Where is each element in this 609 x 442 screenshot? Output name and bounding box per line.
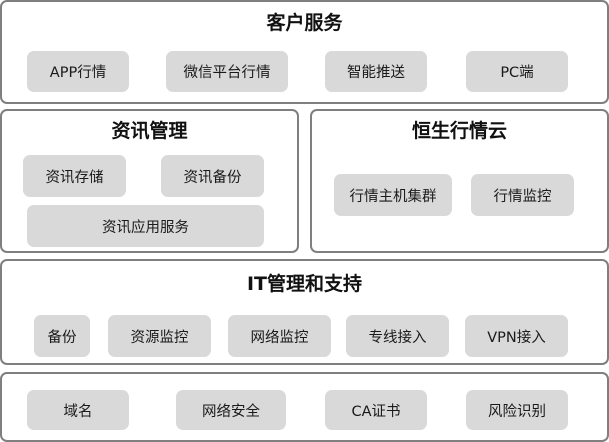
domain-box: 域名: [27, 390, 129, 430]
quote-monitor-box: 行情监控: [471, 174, 574, 216]
hengsheng-cloud-panel: 恒生行情云 行情主机集群 行情监控: [310, 109, 609, 253]
it-management-title: IT管理和支持: [246, 273, 363, 295]
hengsheng-cloud-title: 恒生行情云: [411, 120, 507, 142]
infrastructure-panel: 域名 网络安全 CA证书 风险识别: [0, 372, 609, 442]
wechat-quote-box: 微信平台行情: [166, 51, 288, 92]
network-monitor-box: 网络监控: [228, 315, 331, 357]
info-backup-box: 资讯备份: [161, 155, 264, 197]
info-storage-box: 资讯存储: [23, 155, 126, 197]
ca-certificate-box: CA证书: [325, 390, 427, 430]
info-management-panel: 资讯管理 资讯存储 资讯备份 资讯应用服务: [0, 109, 299, 253]
dedicated-line-box: 专线接入: [346, 315, 449, 357]
risk-identification-box: 风险识别: [466, 390, 568, 430]
customer-service-panel: 客户服务 APP行情 微信平台行情 智能推送 PC端: [0, 0, 609, 104]
info-app-service-box: 资讯应用服务: [27, 205, 264, 247]
pc-client-box: PC端: [466, 51, 568, 92]
info-management-title: 资讯管理: [111, 120, 188, 142]
backup-box: 备份: [34, 315, 90, 357]
resource-monitor-box: 资源监控: [108, 315, 211, 357]
network-security-box: 网络安全: [176, 390, 286, 430]
it-management-panel: IT管理和支持 备份 资源监控 网络监控 专线接入 VPN接入: [0, 259, 609, 365]
customer-service-title: 客户服务: [266, 12, 343, 34]
app-quote-box: APP行情: [27, 51, 129, 92]
vpn-access-box: VPN接入: [465, 315, 568, 357]
smart-push-box: 智能推送: [325, 51, 427, 92]
quote-host-cluster-box: 行情主机集群: [334, 174, 452, 216]
